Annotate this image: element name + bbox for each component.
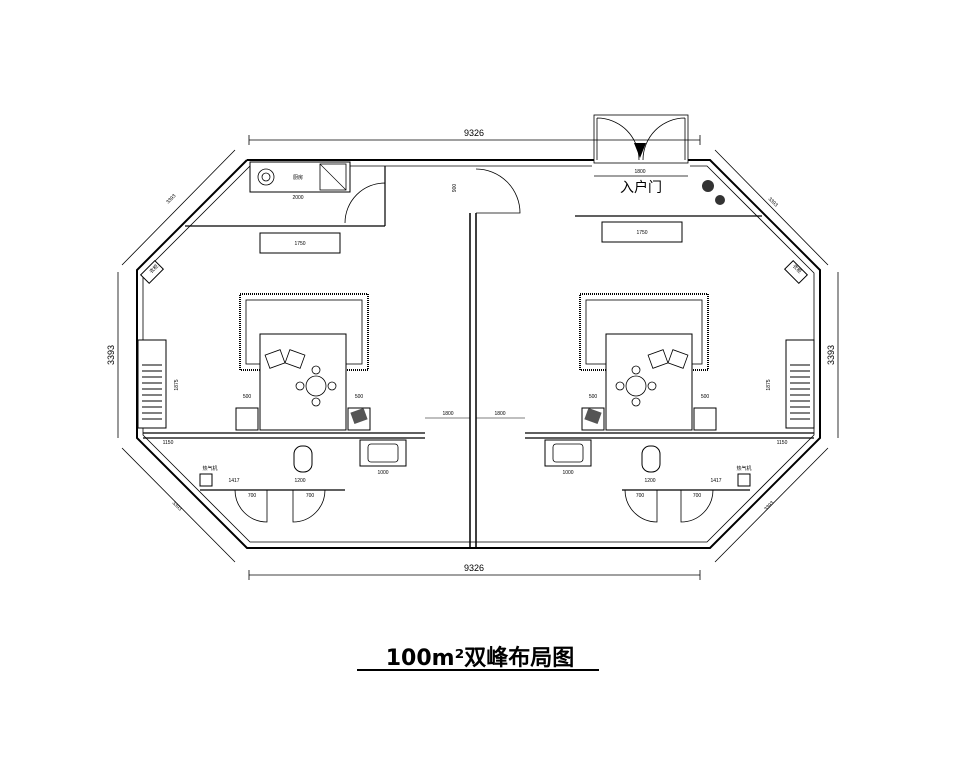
corner-wardrobe (139, 259, 165, 285)
dim-line-diag (121, 149, 236, 266)
plant-icon (715, 195, 725, 205)
stove-icon (257, 168, 275, 186)
phone-icon (584, 407, 602, 425)
wardrobe-hangers (790, 364, 810, 420)
outer-wall-inner (142, 165, 815, 543)
dim-corridor-left: 1800 (442, 411, 453, 417)
dim-1150-right: 1150 (777, 440, 788, 446)
table-icon (305, 375, 327, 397)
kitchen-label: 厨房 (293, 174, 303, 181)
entrance-door-right-leaf (642, 117, 686, 161)
dim-1417-right: 1417 (710, 478, 721, 484)
center-door-swing (475, 168, 521, 214)
entrance-door-frame (593, 114, 689, 164)
dim-1750-left: 1750 (294, 241, 305, 247)
dim-1200-right: 1200 (644, 478, 655, 484)
dim-line-diag (121, 447, 236, 563)
toilet (641, 445, 661, 473)
wardrobe-hangers (142, 364, 162, 420)
tv-cabinet (259, 232, 341, 254)
pillow (667, 349, 689, 369)
plant-icon (702, 180, 714, 192)
dim-corridor-right: 1800 (494, 411, 505, 417)
heater (199, 473, 213, 487)
dim-right-height: 3393 (826, 345, 836, 365)
dim-counter-2000: 2000 (292, 195, 303, 201)
outer-wall (136, 159, 821, 549)
bath-door-swing (292, 489, 326, 523)
dim-500-c: 500 (589, 394, 598, 400)
dim-bottom-width: 9326 (464, 563, 484, 573)
corner-wardrobe (783, 259, 809, 285)
dim-top-width: 9326 (464, 128, 484, 138)
dim-1200-left: 1200 (294, 478, 305, 484)
dim-1000-right: 1000 (562, 470, 573, 476)
wardrobe (137, 339, 167, 429)
dim-900: 900 (452, 184, 458, 193)
wardrobe (785, 339, 815, 429)
title-underline (357, 669, 599, 671)
toilet (293, 445, 313, 473)
dim-1750-right: 1750 (636, 230, 647, 236)
dim-700-a: 700 (248, 493, 257, 499)
bath-door-swing (624, 489, 658, 523)
tv-cabinet (601, 221, 683, 243)
dim-diag-top-right: 3393 (767, 196, 779, 208)
heater-label-right: 热气机 (736, 465, 751, 472)
dim-diag-bottom-left: 3393 (171, 500, 183, 512)
bath-door-swing (680, 489, 714, 523)
dim-1875-left: 1875 (174, 379, 180, 390)
dim-1000-left: 1000 (377, 470, 388, 476)
dim-line-diag (714, 149, 829, 266)
phone-icon (350, 407, 368, 425)
bedside-table (235, 407, 259, 431)
dim-diag-top-left: 3393 (165, 193, 177, 205)
dim-1150-left: 1150 (163, 440, 174, 446)
entrance-label: 入户门 (620, 179, 662, 196)
dim-1417-left: 1417 (228, 478, 239, 484)
dim-500-d: 500 (701, 394, 710, 400)
entrance-arrow-icon (634, 143, 646, 158)
dim-left-height: 3393 (106, 345, 116, 365)
dim-700-b: 700 (306, 493, 315, 499)
page-title: 100m²双峰布局图 (385, 646, 575, 671)
pillow (647, 349, 669, 369)
dim-1875-right: 1875 (766, 379, 772, 390)
dim-700-d: 700 (693, 493, 702, 499)
dim-diag-bottom-right: 3393 (763, 500, 775, 512)
dim-500-b: 500 (355, 394, 364, 400)
dim-door-width: 1800 (634, 169, 645, 175)
dim-line-diag (714, 447, 829, 563)
kitchen-door-swing (344, 182, 386, 224)
pillow (264, 349, 286, 369)
bath-door-swing (234, 489, 268, 523)
bedside-table (693, 407, 717, 431)
dim-500-a: 500 (243, 394, 252, 400)
pillow (284, 349, 306, 369)
heater (737, 473, 751, 487)
entrance-door-left-leaf (596, 117, 640, 161)
sink-icon (319, 163, 347, 191)
table-icon (625, 375, 647, 397)
heater-label-left: 热气机 (202, 465, 217, 472)
dim-700-c: 700 (636, 493, 645, 499)
